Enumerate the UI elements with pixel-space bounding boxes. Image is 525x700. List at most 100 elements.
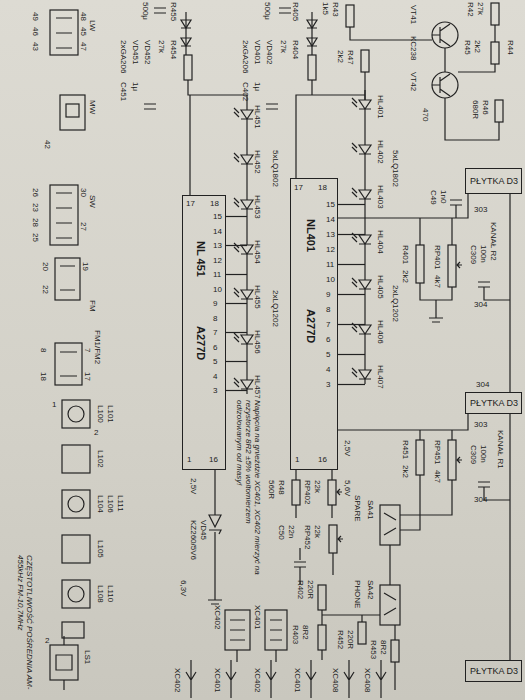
capacitor-symbol: [450, 200, 462, 205]
led-chain: [338, 90, 371, 385]
part-label: 48: [79, 12, 88, 21]
pin-wire: [338, 354, 365, 355]
jack-contacts: [270, 620, 282, 640]
coil-symbol: [62, 490, 90, 518]
capacitor-symbol: [144, 104, 156, 109]
part-label: 500μ: [263, 2, 272, 20]
part-label: 1: [52, 400, 56, 409]
note-text: CZĘSTOTLIWOŚĆ POŚREDNIA AM-455kHz FM-10,…: [16, 555, 34, 690]
connector-arrow: [266, 660, 276, 698]
pin-wire: [338, 324, 365, 325]
part-label: 3: [326, 380, 330, 389]
board-box: PŁYTKA D3: [465, 392, 522, 414]
part-label: 8: [213, 314, 217, 323]
capacitor-symbol: [266, 104, 278, 109]
part-label: 16: [318, 455, 327, 464]
pin-wire: [338, 204, 365, 205]
part-label: XC408: [331, 668, 340, 692]
part-label: R401: [401, 245, 410, 264]
part-label: 304: [474, 495, 487, 504]
wire: [296, 12, 432, 178]
led-symbol: [352, 278, 371, 289]
wiper-arrow: [457, 262, 462, 268]
switch-symbol: [380, 505, 400, 545]
part-label: 500μ: [141, 2, 150, 20]
part-label: 8: [39, 348, 48, 352]
part-label: C309: [469, 445, 478, 464]
led-symbol: [352, 368, 371, 379]
resistor-symbol: [495, 100, 503, 122]
contact-square: [66, 104, 79, 117]
part-label: 17: [186, 199, 195, 208]
part-label: 27k: [157, 40, 166, 53]
ic-label: A277D: [304, 309, 317, 343]
jack-socket: [225, 610, 250, 650]
part-label: 1μ: [131, 82, 140, 91]
part-label: 43: [31, 42, 40, 51]
coil-core: [68, 406, 84, 422]
part-label: 304: [476, 380, 489, 389]
led-symbol: [234, 333, 253, 344]
connector-arrow: [344, 660, 354, 698]
part-label: 30: [79, 188, 88, 197]
part-label: R403: [291, 625, 300, 644]
part-label: C402: [241, 82, 250, 101]
wiper-arrow: [457, 457, 462, 463]
resistor-symbol: [448, 440, 456, 480]
pin-wire: [338, 264, 365, 265]
ic-box: NL 451A277D: [182, 195, 226, 470]
part-label: 220R: [306, 580, 315, 599]
part-label: 13: [213, 241, 222, 250]
part-label: 22k: [313, 480, 322, 493]
resistor-symbol: [318, 585, 326, 610]
part-label: L105: [96, 540, 105, 558]
part-label: L111: [116, 495, 125, 512]
part-label: 1k5: [321, 2, 330, 15]
part-label: 8: [326, 305, 330, 314]
part-label: 303: [474, 420, 487, 429]
part-label: R405: [291, 2, 300, 21]
part-label: SW: [88, 195, 97, 208]
part-label: HL451: [253, 105, 262, 129]
part-label: C49: [429, 190, 438, 205]
part-label: VT41: [409, 5, 418, 24]
part-label: 20: [41, 262, 50, 271]
part-label: C451: [119, 82, 128, 101]
part-label: HL402: [376, 140, 385, 164]
part-label: 6: [213, 343, 217, 352]
part-label: HL406: [376, 320, 385, 344]
diode-symbol: [307, 20, 317, 28]
diode-symbol: [181, 38, 191, 46]
part-label: HL452: [253, 150, 262, 174]
led-symbol: [234, 153, 253, 164]
board-box: PŁYTKA D3: [465, 168, 522, 194]
part-label: RP402: [303, 480, 312, 504]
part-label: XC401: [213, 668, 222, 692]
led-symbol: [234, 288, 253, 299]
part-label: 8R2: [379, 640, 388, 655]
part-label: 27: [79, 222, 88, 231]
ic-label: NL 451: [194, 241, 207, 277]
board-box: PŁYTKA D3: [465, 660, 522, 682]
part-label: 5,6V: [343, 480, 352, 496]
part-label: 3: [213, 386, 217, 395]
wire: [445, 25, 499, 140]
part-label: 6,3V: [179, 580, 188, 596]
part-label: 4k7: [433, 275, 442, 288]
part-label: FM: [88, 300, 97, 312]
part-label: RP451: [433, 440, 442, 464]
wiper-arrow: [337, 489, 342, 495]
part-label: VD452: [143, 40, 152, 64]
resistor-symbol: [318, 625, 326, 650]
part-label: HL405: [376, 275, 385, 299]
part-label: 42: [43, 140, 52, 149]
pin-wire: [338, 294, 365, 295]
part-label: L104: [96, 495, 105, 513]
switch-contacts: [55, 258, 80, 300]
pin-wire: [226, 274, 247, 275]
part-label: 303: [474, 205, 487, 214]
connector-arrow: [306, 660, 316, 698]
part-label: 4: [326, 365, 330, 374]
resistor-symbol: [346, 5, 354, 27]
part-label: 1μ: [253, 82, 262, 91]
